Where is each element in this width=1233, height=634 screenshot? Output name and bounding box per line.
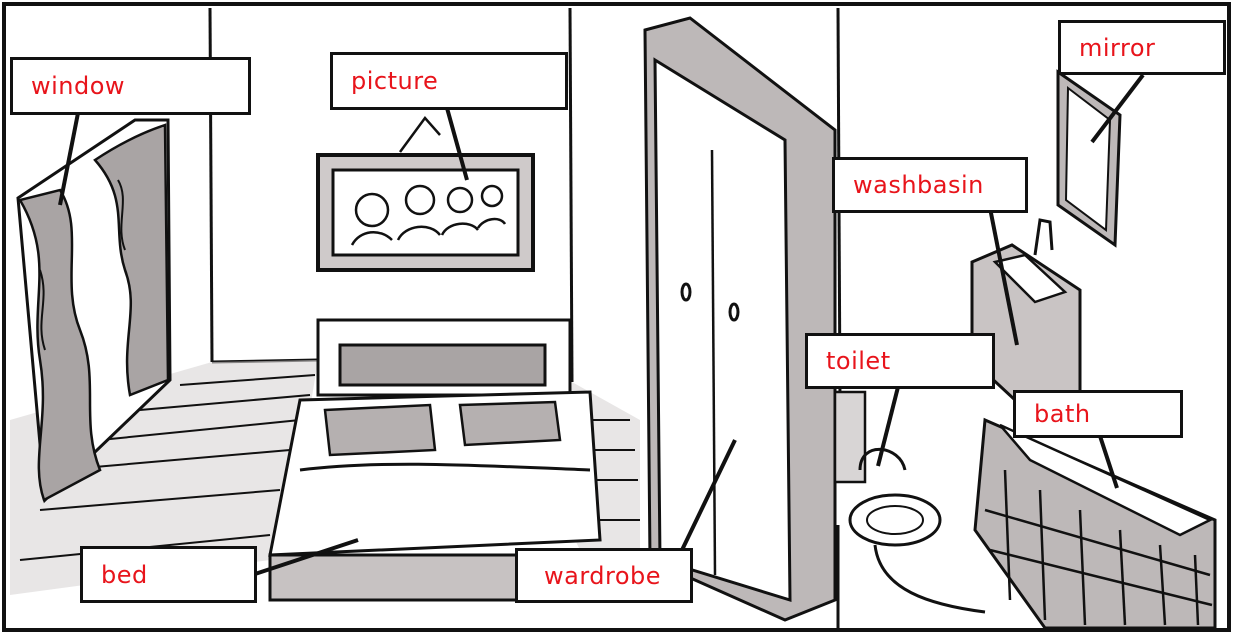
wardrobe-pointer [680, 439, 737, 551]
label-window: window [10, 57, 251, 115]
bed-pointer [254, 538, 359, 576]
mirror-drawing [1056, 69, 1122, 248]
label-bath: bath [1013, 390, 1183, 438]
window-pointer [58, 112, 80, 206]
picture-pointer [445, 107, 469, 181]
toilet-drawing [833, 390, 986, 614]
wardrobe-drawing [643, 16, 837, 622]
bath-pointer [1098, 435, 1119, 489]
pointer-lines [58, 73, 1145, 576]
label-wardrobe: wardrobe [515, 548, 693, 603]
window-drawing [16, 118, 172, 504]
label-toilet: toilet [805, 333, 995, 389]
mirror-pointer [1090, 73, 1145, 144]
toilet-pointer [876, 386, 900, 467]
label-picture: picture [330, 52, 568, 110]
label-bed: bed [80, 546, 257, 603]
label-mirror: mirror [1058, 20, 1226, 75]
picture-drawing [316, 116, 535, 272]
washbasin-pointer [988, 207, 1019, 346]
bath-drawing [973, 417, 1217, 630]
label-washbasin: washbasin [832, 157, 1028, 213]
